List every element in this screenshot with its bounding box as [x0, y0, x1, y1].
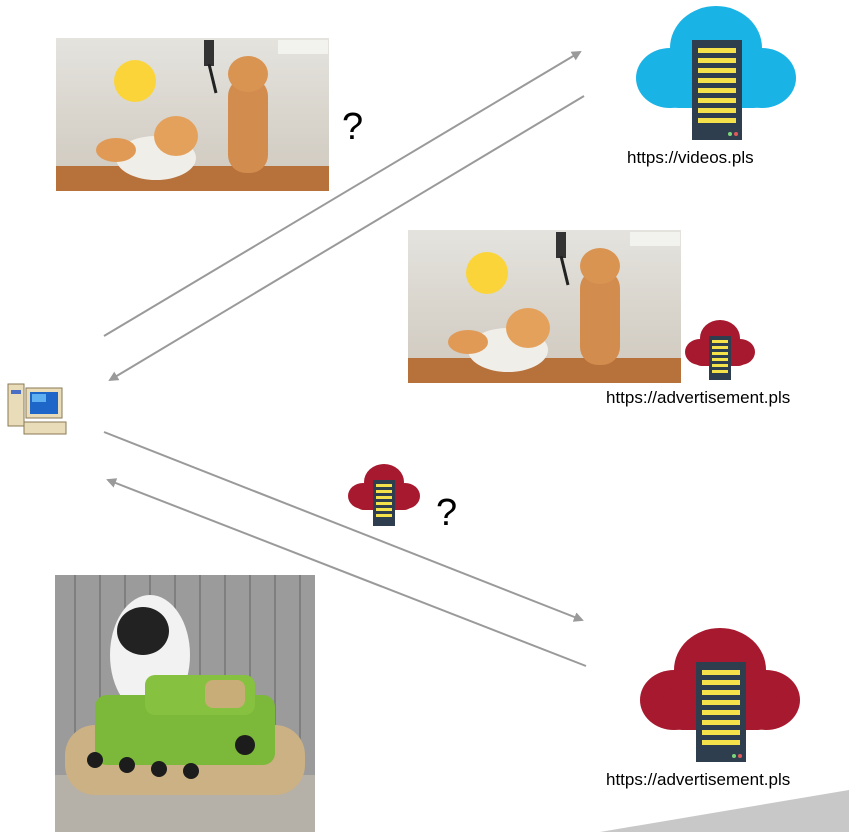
cat-video-with-ad [408, 230, 681, 383]
cat-video-thumbnail [56, 38, 329, 191]
request-arrow-to-videos [103, 50, 582, 337]
laughing-emoji-icon [114, 60, 156, 102]
videos-server-cloud-icon [636, 4, 796, 142]
corner-page-fold [600, 790, 849, 832]
ad-server-cloud-icon [684, 318, 756, 382]
request-arrow-to-ad-server [103, 431, 584, 622]
response-arrow-from-videos [108, 95, 585, 382]
question-mark-ad: ? [436, 492, 458, 534]
desktop-computer-icon [6, 380, 68, 438]
ad-server-label-top: https://advertisement.pls [606, 388, 791, 407]
ad-server-cloud-icon [346, 462, 422, 528]
ad-server-cloud-icon-large [640, 626, 800, 764]
ad-server-label-bottom: https://advertisement.pls [606, 770, 791, 789]
response-arrow-from-ad-server [106, 478, 587, 667]
laughing-emoji-icon [466, 252, 508, 294]
cat-tank-ad-image [55, 575, 315, 832]
videos-server-label: https://videos.pls [627, 148, 754, 167]
question-mark-video: ? [342, 106, 364, 148]
